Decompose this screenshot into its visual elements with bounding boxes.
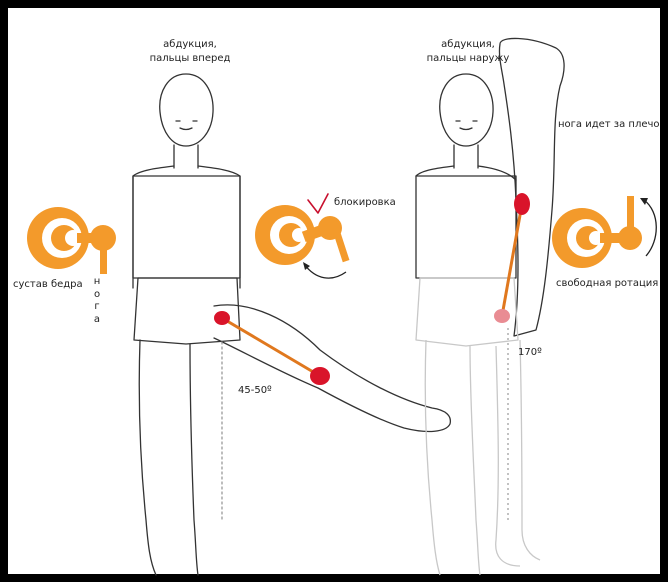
right-hip-marker: [494, 309, 510, 323]
left-hip-marker: [214, 311, 230, 325]
checkmark-icon: [308, 194, 328, 213]
right-figure-torso: [416, 176, 516, 278]
hip-joint-label: сустав бедра: [13, 278, 83, 291]
leg-vertical-label: нога: [92, 276, 102, 326]
right-figure-face: [456, 121, 477, 130]
right-angle-label: 170º: [518, 346, 542, 359]
block-label: блокировка: [334, 196, 396, 209]
rotation-arrow-icon: [304, 264, 346, 278]
left-figure-raised-leg: [214, 305, 450, 432]
right-figure: [416, 38, 564, 336]
left-figure-shorts: [134, 278, 240, 344]
right-figure-standing-leg: [425, 340, 480, 575]
left-figure-neck: [174, 145, 198, 168]
left-angle-label: 45-50º: [238, 384, 272, 397]
right-figure-shoulders: [416, 166, 516, 180]
left-femur-line: [222, 318, 320, 376]
left-figure-shoulders: [133, 166, 240, 288]
left-figure-face: [176, 121, 197, 130]
right-figure-head: [440, 74, 493, 146]
left-caption-line2: пальцы вперед: [130, 52, 250, 65]
blocked-joint-icon: [255, 205, 349, 265]
left-figure: [133, 74, 450, 575]
right-caption-line2: пальцы наружу: [404, 52, 532, 65]
left-caption-line1: абдукция,: [140, 38, 240, 51]
free-rotation-joint-icon: [552, 196, 642, 268]
leg-behind-shoulder-label: нога идет за плечо: [558, 118, 660, 131]
left-figure-head: [160, 74, 213, 146]
left-figure-standing-leg: [139, 340, 198, 575]
left-figure-torso: [133, 176, 240, 278]
free-rotation-arrow-icon: [644, 200, 656, 256]
hip-joint-icon: [27, 207, 116, 274]
right-figure-ghost: [416, 278, 540, 575]
free-rotation-label: свободная ротация: [556, 277, 658, 290]
left-knee-marker: [310, 367, 330, 385]
right-figure-ghost-leg: [496, 340, 540, 566]
right-figure-raised-leg: [499, 38, 564, 336]
right-figure-neck: [454, 145, 478, 168]
right-caption-line1: абдукция,: [418, 38, 518, 51]
right-femur-line: [502, 204, 522, 316]
right-knee-marker: [514, 193, 530, 215]
